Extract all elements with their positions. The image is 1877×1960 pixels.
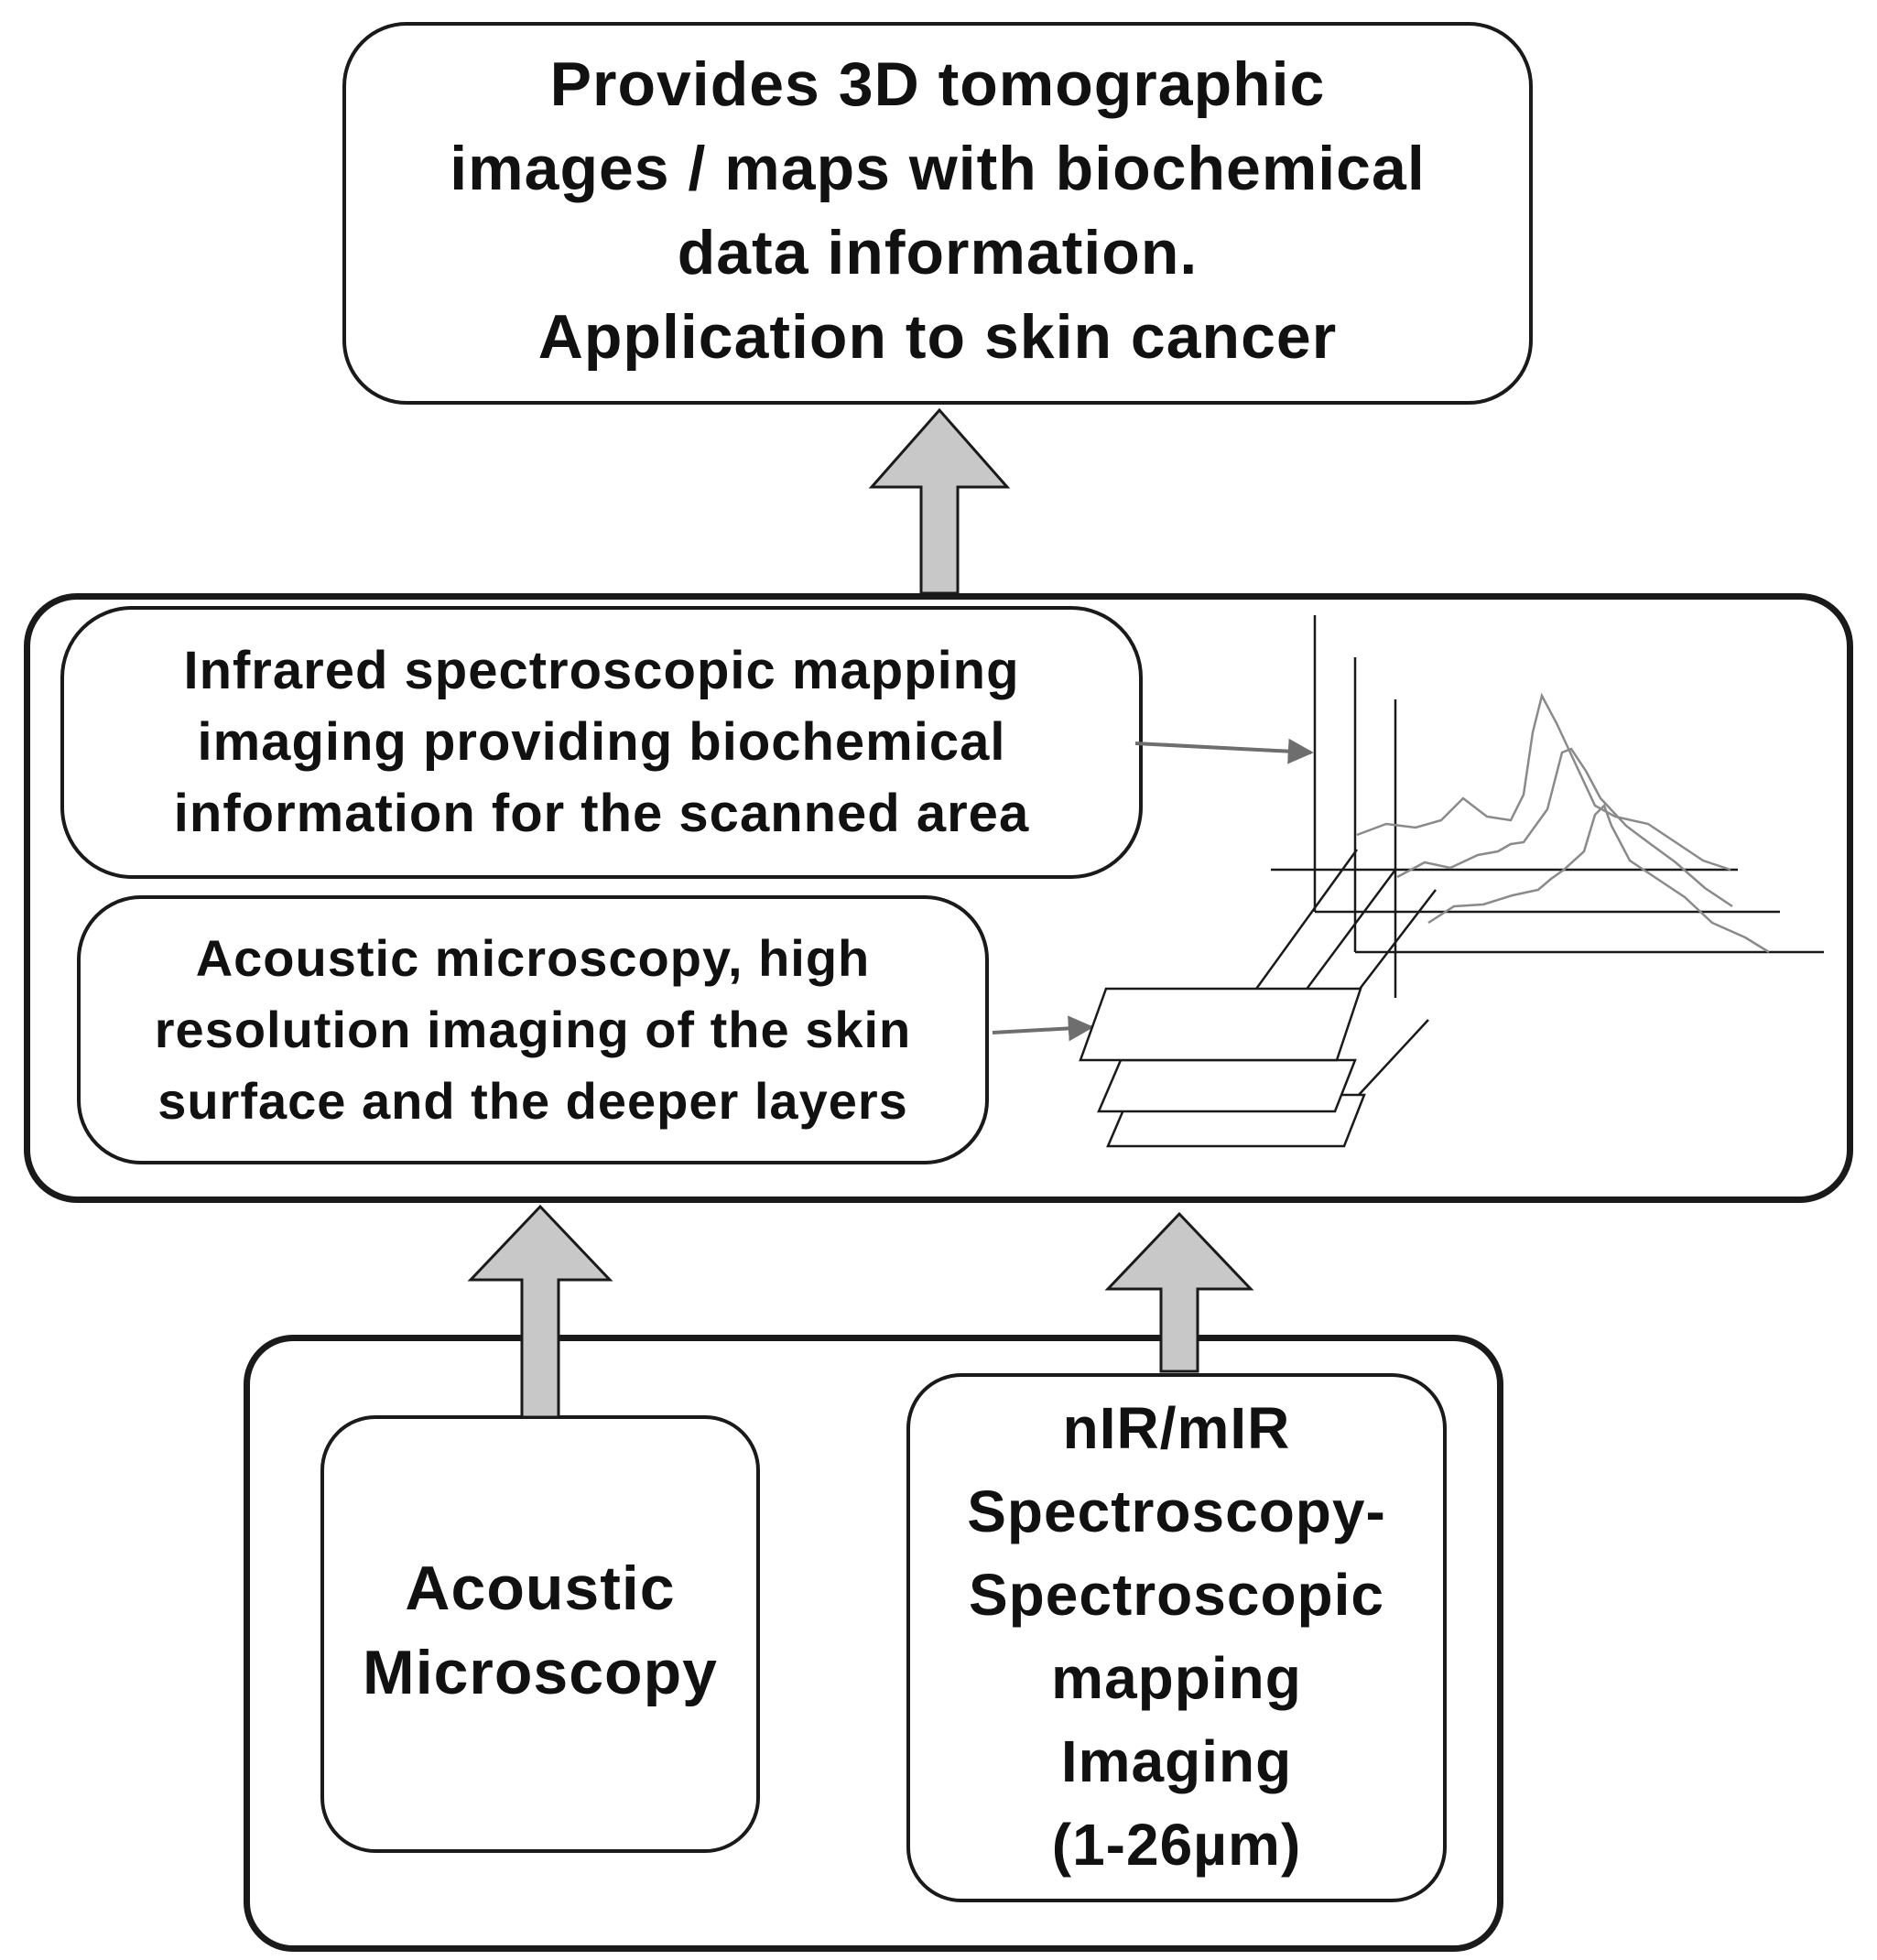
spectroscopy-box <box>906 1373 1447 1902</box>
acoustic-imaging-line-1: Acoustic microscopy, high <box>195 929 871 987</box>
layered-planes-icon <box>1079 987 1366 1148</box>
spectroscopy-line-3: Spectroscopic <box>968 1562 1385 1628</box>
acoustic-microscopy-box <box>320 1415 760 1853</box>
spectroscopy-line-6: (1-26µm) <box>1051 1812 1302 1878</box>
spectroscopy-line-5: Imaging <box>1060 1728 1293 1794</box>
top-result-text: Provides 3D tomographic images / maps wi… <box>342 27 1533 394</box>
up-arrow-icon <box>1104 1211 1254 1373</box>
up-arrow-icon <box>467 1204 613 1419</box>
top-result-box <box>342 22 1533 405</box>
infrared-line-3: information for the scanned area <box>173 784 1030 843</box>
acoustic-microscopy-line-1: Acoustic <box>405 1554 676 1623</box>
infrared-line-1: Infrared spectroscopic mapping <box>183 641 1020 700</box>
acoustic-imaging-box <box>77 895 989 1164</box>
top-line-4: Application to skin cancer <box>537 302 1338 372</box>
up-arrow-icon <box>868 407 1011 595</box>
infrared-mapping-text: Infrared spectroscopic mapping imaging p… <box>60 606 1143 879</box>
acoustic-imaging-line-2: resolution imaging of the skin <box>154 1001 912 1058</box>
acoustic-microscopy-text: Acoustic Microscopy <box>320 1415 760 1846</box>
spectroscopy-line-2: Spectroscopy- <box>967 1478 1386 1544</box>
acoustic-imaging-line-3: surface and the deeper layers <box>157 1072 908 1130</box>
acoustic-microscopy-line-2: Microscopy <box>363 1638 718 1707</box>
infrared-line-2: imaging providing biochemical <box>197 712 1006 772</box>
infrared-pointer-arrow <box>1134 738 1314 764</box>
acoustic-pointer-arrow <box>992 1015 1094 1042</box>
top-line-3: data information. <box>677 218 1199 287</box>
spectroscopy-line-1: nIR/mIR <box>1062 1395 1291 1461</box>
infrared-mapping-box <box>60 606 1143 879</box>
acoustic-imaging-text: Acoustic microscopy, high resolution ima… <box>77 895 989 1164</box>
top-line-2: images / maps with biochemical <box>450 134 1426 203</box>
spectroscopy-line-4: mapping <box>1051 1645 1302 1711</box>
spectroscopy-text: nIR/mIR Spectroscopy- Spectroscopic mapp… <box>906 1381 1447 1893</box>
top-line-1: Provides 3D tomographic <box>549 49 1326 119</box>
